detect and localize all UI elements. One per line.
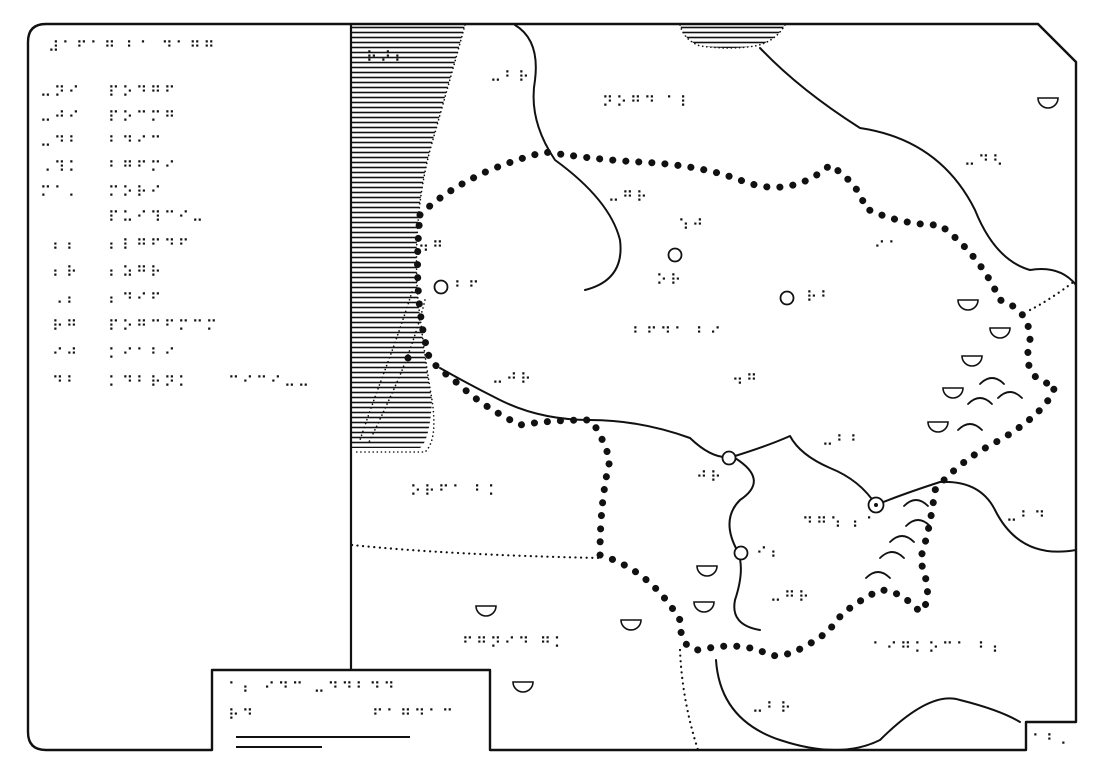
legend-extra: ⠉⠊⠉⠊⠤⠤ bbox=[228, 373, 312, 391]
north-code: ⠤⠃⠗ bbox=[490, 68, 532, 86]
coastline-dotted bbox=[354, 24, 466, 453]
star-town-label: ⠱⠚ bbox=[678, 216, 706, 234]
bottom-center-code: ⠤⠛⠗ bbox=[770, 588, 812, 606]
river-northeast bbox=[759, 47, 1076, 286]
town-e-label: ⠚⠗ bbox=[696, 468, 724, 486]
coastline-dotted-inner bbox=[359, 291, 413, 441]
sea-label: ⠗⠜⠆ bbox=[366, 48, 408, 66]
river-southwest bbox=[715, 659, 1021, 750]
legend-key: ⠤⠝⠊ bbox=[40, 83, 82, 101]
north-region: ⠝⠕⠛⠙ ⠁⠇ bbox=[602, 93, 694, 111]
legend-value: ⠍⠕⠗⠊ bbox=[108, 183, 164, 201]
legend-value: ⠅⠊⠁⠃⠊ bbox=[108, 345, 178, 363]
legend-value: ⠏⠕⠛⠉⠋⠍⠉⠍ bbox=[108, 317, 220, 335]
se-code: ⠤⠃⠙ bbox=[1006, 508, 1048, 526]
map-frame bbox=[26, 22, 1078, 752]
legend-value: ⠆⠇⠛⠋⠙⠋ bbox=[108, 236, 192, 254]
national-border bbox=[414, 148, 1060, 660]
legend-key: ⠙⠃ bbox=[52, 373, 80, 391]
legend-key: ⠍⠁⠄ bbox=[40, 183, 82, 201]
legend-key: ⠊⠚ bbox=[52, 345, 80, 363]
river-central bbox=[439, 367, 1076, 553]
south-code: ⠤⠃⠃ bbox=[822, 432, 864, 450]
town-marker-center bbox=[779, 290, 795, 306]
legend-value: ⠆⠙⠊⠋ bbox=[108, 290, 164, 308]
legend-value: ⠃⠛⠋⠍⠊ bbox=[108, 158, 178, 176]
coast-dot bbox=[404, 354, 412, 362]
star-center-label: ⠲⠛ bbox=[732, 371, 760, 389]
southwest-country: ⠕⠗⠋⠁ ⠃⠅ bbox=[410, 482, 502, 500]
legend-value: ⠏⠥⠊⠹⠉⠊⠤ bbox=[108, 208, 206, 226]
river-north bbox=[514, 24, 622, 291]
legend-value: ⠏⠕⠉⠍⠛ bbox=[108, 108, 178, 126]
town-marker-north bbox=[667, 247, 683, 263]
south-country: ⠋⠛⠝⠊⠙ ⠛⠅ bbox=[462, 634, 568, 652]
town-marker-river bbox=[721, 450, 737, 466]
town-f-label: ⠊⠆ bbox=[756, 544, 784, 562]
legend-list: ⠤⠝⠊ ⠏⠕⠙⠛⠋ ⠤⠚⠊ ⠏⠕⠉⠍⠛ ⠤⠙⠃ ⠃⠙⠊⠉ ⠠⠹⠅ ⠃⠛⠋⠍⠊ ⠍… bbox=[40, 83, 312, 391]
map-labels: ⠗⠜⠆ ⠤⠃⠗ ⠝⠕⠛⠙ ⠁⠇ ⠤⠙⠣ ⠤⠛⠗ ⠱⠚ ⠊⠁ ⠕⠗ ⠗⠃ ⠃⠋ ⠲… bbox=[366, 48, 1074, 749]
town-marker-south bbox=[733, 545, 749, 561]
legend-key: ⠤⠚⠊ bbox=[40, 108, 82, 126]
lake-hatched-area bbox=[680, 25, 785, 48]
border-east-dotted bbox=[1028, 278, 1076, 312]
river-code: ⠤⠛⠗ bbox=[608, 188, 650, 206]
country-name: ⠃⠋⠙⠁ ⠃⠊ bbox=[632, 324, 724, 342]
legend-key: ⠠⠆ bbox=[52, 290, 80, 308]
west-star-label: ⠲⠛ bbox=[418, 238, 446, 256]
hill-symbols bbox=[865, 377, 1023, 579]
legend-key: ⠠⠹⠅ bbox=[40, 158, 82, 176]
legend-value: ⠆⠵⠛⠗ bbox=[108, 263, 164, 281]
town-d-label: ⠃⠋ bbox=[454, 278, 482, 296]
legend-key: ⠆⠗ bbox=[52, 263, 80, 281]
town-a-label: ⠊⠁ bbox=[874, 238, 902, 256]
bottom-code: ⠤⠃⠗ bbox=[752, 699, 794, 717]
legend-value: ⠏⠕⠙⠛⠋ bbox=[108, 83, 178, 101]
capital-marker-center bbox=[874, 503, 878, 507]
town-b-label: ⠕⠗ bbox=[656, 271, 684, 289]
scale-text-2b: ⠋⠁⠛⠙⠁⠉ bbox=[372, 706, 456, 724]
legend-key: ⠆⠆ bbox=[52, 236, 80, 254]
corner-code: ⠁⠃⠄ bbox=[1032, 731, 1074, 749]
scale-text-1: ⠁⠆ ⠊⠙⠉ ⠤⠙⠙⠃⠙⠙ bbox=[228, 679, 397, 697]
legend-title: ⠼⠁⠋⠁⠛ ⠃⠁ ⠙⠁⠛⠛ bbox=[48, 38, 217, 56]
border-south-dotted bbox=[678, 648, 700, 750]
ne-code: ⠤⠙⠣ bbox=[964, 152, 1006, 170]
border-west-dotted bbox=[351, 543, 602, 560]
legend-value: ⠅⠙⠃⠗⠝⠅ bbox=[108, 373, 192, 391]
capital-label: ⠙⠛⠱ ⠆⠁ bbox=[802, 514, 880, 532]
legend-key: ⠗⠛ bbox=[52, 317, 80, 335]
southeast-country: ⠁⠊⠛⠅⠕⠉⠁ ⠃⠆ bbox=[872, 639, 1006, 657]
sea-hatched-area bbox=[352, 25, 465, 448]
town-marker-west bbox=[433, 279, 449, 295]
mountain-symbols bbox=[475, 97, 1059, 693]
sw-code: ⠤⠚⠗ bbox=[492, 370, 534, 388]
scale-text-2a: ⠗⠙ bbox=[228, 706, 256, 724]
legend-value: ⠃⠙⠊⠉ bbox=[108, 133, 164, 151]
town-c-label: ⠗⠃ bbox=[806, 288, 834, 306]
legend-key: ⠤⠙⠃ bbox=[40, 133, 82, 151]
